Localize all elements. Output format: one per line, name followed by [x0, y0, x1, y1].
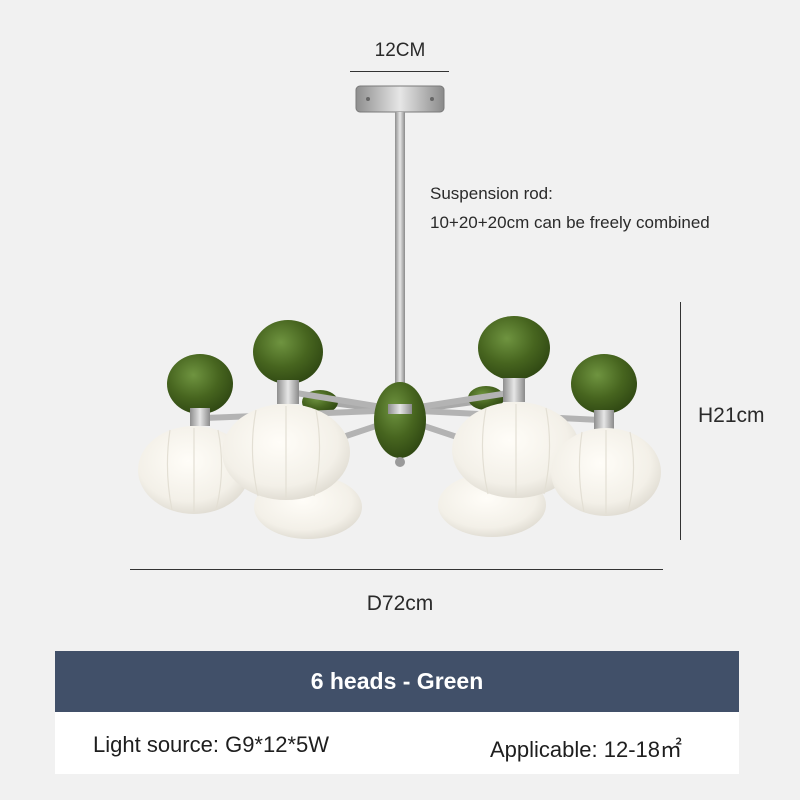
- variant-title: 6 heads - Green: [310, 668, 484, 694]
- lamp-far-left: [138, 354, 250, 514]
- center-hub: [374, 382, 426, 467]
- lamp-front-right: [452, 316, 580, 498]
- canopy-width-label: 12CM: [374, 40, 426, 61]
- height-dimension-line: [680, 302, 681, 540]
- suspension-rod-detail: 10+20+20cm can be freely combined: [430, 213, 710, 232]
- variant-banner: 6 heads - Green: [55, 651, 739, 712]
- lamp-front-left: [222, 320, 350, 500]
- suspension-rod: [395, 112, 405, 394]
- suspension-rod-title: Suspension rod:: [430, 184, 553, 203]
- applicable-area-spec: Applicable: 12-18㎡: [490, 737, 683, 762]
- lamp-far-right: [551, 354, 661, 516]
- height-label: H21cm: [698, 404, 765, 427]
- diameter-dimension-line: [130, 569, 663, 570]
- light-source-spec: Light source: G9*12*5W: [93, 732, 330, 757]
- canopy: [355, 85, 445, 113]
- canopy-width-line: [350, 71, 449, 72]
- spec-row: [55, 712, 739, 774]
- diameter-label: D72cm: [366, 592, 434, 615]
